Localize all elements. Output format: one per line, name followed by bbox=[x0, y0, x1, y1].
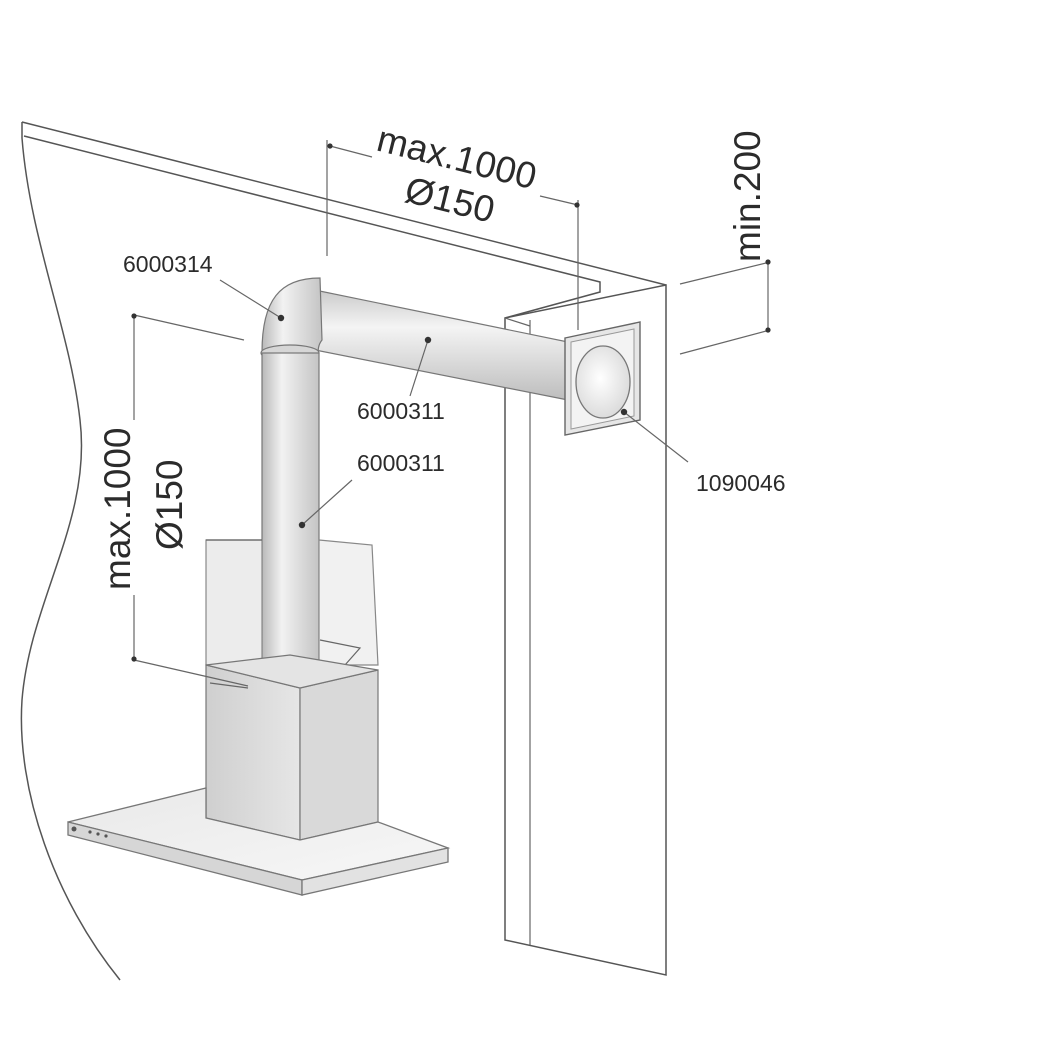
leader-lines bbox=[209, 279, 689, 689]
chimney-upper bbox=[205, 539, 379, 666]
pipe-horizontal bbox=[300, 287, 569, 401]
label-side-length: max.1000 bbox=[97, 428, 138, 591]
label-part-pipe-vertical: 6000311 bbox=[357, 450, 445, 476]
label-part-elbow: 6000314 bbox=[123, 251, 213, 277]
wall-panel bbox=[504, 284, 667, 976]
label-side-diameter: Ø150 bbox=[149, 459, 190, 550]
label-clearance: min.200 bbox=[727, 130, 768, 262]
hood-canopy bbox=[67, 787, 451, 896]
dimension-clearance bbox=[679, 259, 771, 355]
wall-outlet bbox=[564, 321, 641, 436]
dimension-side bbox=[131, 313, 249, 687]
pipe-elbow bbox=[260, 277, 323, 362]
dimension-top bbox=[326, 140, 580, 330]
ceiling-outline bbox=[20, 121, 667, 981]
chimney-lower bbox=[205, 654, 379, 841]
label-part-pipe-horizontal: 6000311 bbox=[357, 398, 445, 424]
label-part-wall-outlet: 1090046 bbox=[696, 470, 786, 496]
